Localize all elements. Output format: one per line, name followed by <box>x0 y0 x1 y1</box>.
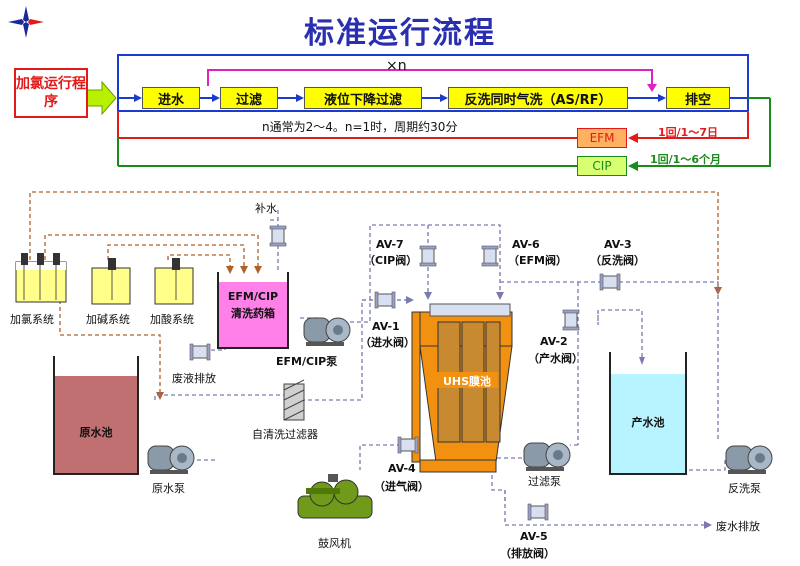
blower-label: 鼓风机 <box>318 537 351 550</box>
cycle-note: n通常为2～4。n=1时，周期约30分 <box>262 120 458 134</box>
membrane-label: UHS膜池 <box>442 375 492 388</box>
waste-liquid-label: 废液排放 <box>172 372 216 385</box>
product-tank-label: 产水池 <box>631 416 665 429</box>
backwash-pump-icon <box>725 445 773 475</box>
page-title: 标准运行流程 <box>304 16 496 51</box>
backwash-pump-label: 反洗泵 <box>728 482 761 495</box>
efm-cip-pump-icon <box>303 317 351 347</box>
efm-cip-tank <box>217 272 289 349</box>
av7-label: AV-7 <box>376 238 404 251</box>
step-filtration: 过滤 <box>220 87 278 109</box>
raw-pump-label: 原水泵 <box>152 482 185 495</box>
waste-liquid-valve-icon <box>189 343 211 361</box>
av2-desc: （产水阀） <box>528 352 583 365</box>
efm-box: EFM <box>577 128 627 148</box>
raw-tank-label: 原水池 <box>79 426 113 439</box>
makeup-label: 补水 <box>255 202 277 215</box>
av3-label: AV-3 <box>604 238 632 251</box>
cip-box: CIP <box>577 156 627 176</box>
av1-desc: （进水阀） <box>360 336 415 349</box>
step-backwash-airwash: 反洗同时气洗（AS/RF） <box>448 87 628 109</box>
av5-valve-icon <box>527 503 549 521</box>
av3-valve-icon <box>599 273 621 291</box>
self-cleaning-filter-icon <box>283 379 305 421</box>
raw-water-pump-icon <box>147 445 195 475</box>
efm-pump-label: EFM/CIP泵 <box>276 355 338 368</box>
av2-label: AV-2 <box>540 335 568 348</box>
chlorine-label: 加氯系统 <box>10 313 54 326</box>
chlorine-program-box: 加氯运行程序 <box>14 68 88 118</box>
alkali-tank <box>91 258 131 305</box>
step-drain: 排空 <box>666 87 730 109</box>
process-flow-lines <box>85 54 771 171</box>
filter-pump-icon <box>523 442 571 472</box>
efm-frequency: 1回/1～7日 <box>658 126 718 139</box>
av6-desc: （EFM阀） <box>508 254 567 267</box>
av7-valve-icon <box>419 245 437 267</box>
acid-tank <box>154 258 194 305</box>
filter-pump-label: 过滤泵 <box>528 475 561 488</box>
product-water-tank <box>609 352 687 475</box>
logo-icon <box>8 6 44 38</box>
waste-water-label: 废水排放 <box>716 520 760 533</box>
program-arrow-icon <box>85 80 117 116</box>
efm-tank-label-2: 清洗药箱 <box>231 307 275 320</box>
av4-label: AV-4 <box>388 462 416 475</box>
repeat-loop-line <box>207 69 653 86</box>
alkali-label: 加碱系统 <box>86 313 130 326</box>
av4-desc: （进气阀） <box>374 480 429 493</box>
av1-label: AV-1 <box>372 320 400 333</box>
raw-water-tank <box>53 356 139 475</box>
makeup-valve-icon <box>269 225 287 247</box>
efm-tank-label-1: EFM/CIP <box>227 290 279 303</box>
uhs-membrane-tank <box>411 303 513 473</box>
av5-label: AV-5 <box>520 530 548 543</box>
av6-label: AV-6 <box>512 238 540 251</box>
loop-count-label: ×n <box>386 58 407 74</box>
av3-desc: （反洗阀） <box>590 254 645 267</box>
av7-desc: （CIP阀） <box>364 254 418 267</box>
acid-label: 加酸系统 <box>150 313 194 326</box>
chlorine-tank <box>15 253 67 303</box>
self-filter-label: 自清洗过滤器 <box>252 428 318 441</box>
step-water-inlet: 进水 <box>142 87 200 109</box>
av5-desc: （排放阀） <box>500 547 555 560</box>
av1-valve-icon <box>374 291 396 309</box>
blower-icon <box>297 474 373 519</box>
av2-valve-icon <box>562 309 580 331</box>
cip-frequency: 1回/1～6个月 <box>650 153 721 166</box>
main-loop-line <box>117 54 749 112</box>
av4-valve-icon <box>397 436 419 454</box>
step-level-drop-filtration: 液位下降过滤 <box>304 87 422 109</box>
av6-valve-icon <box>481 245 499 267</box>
